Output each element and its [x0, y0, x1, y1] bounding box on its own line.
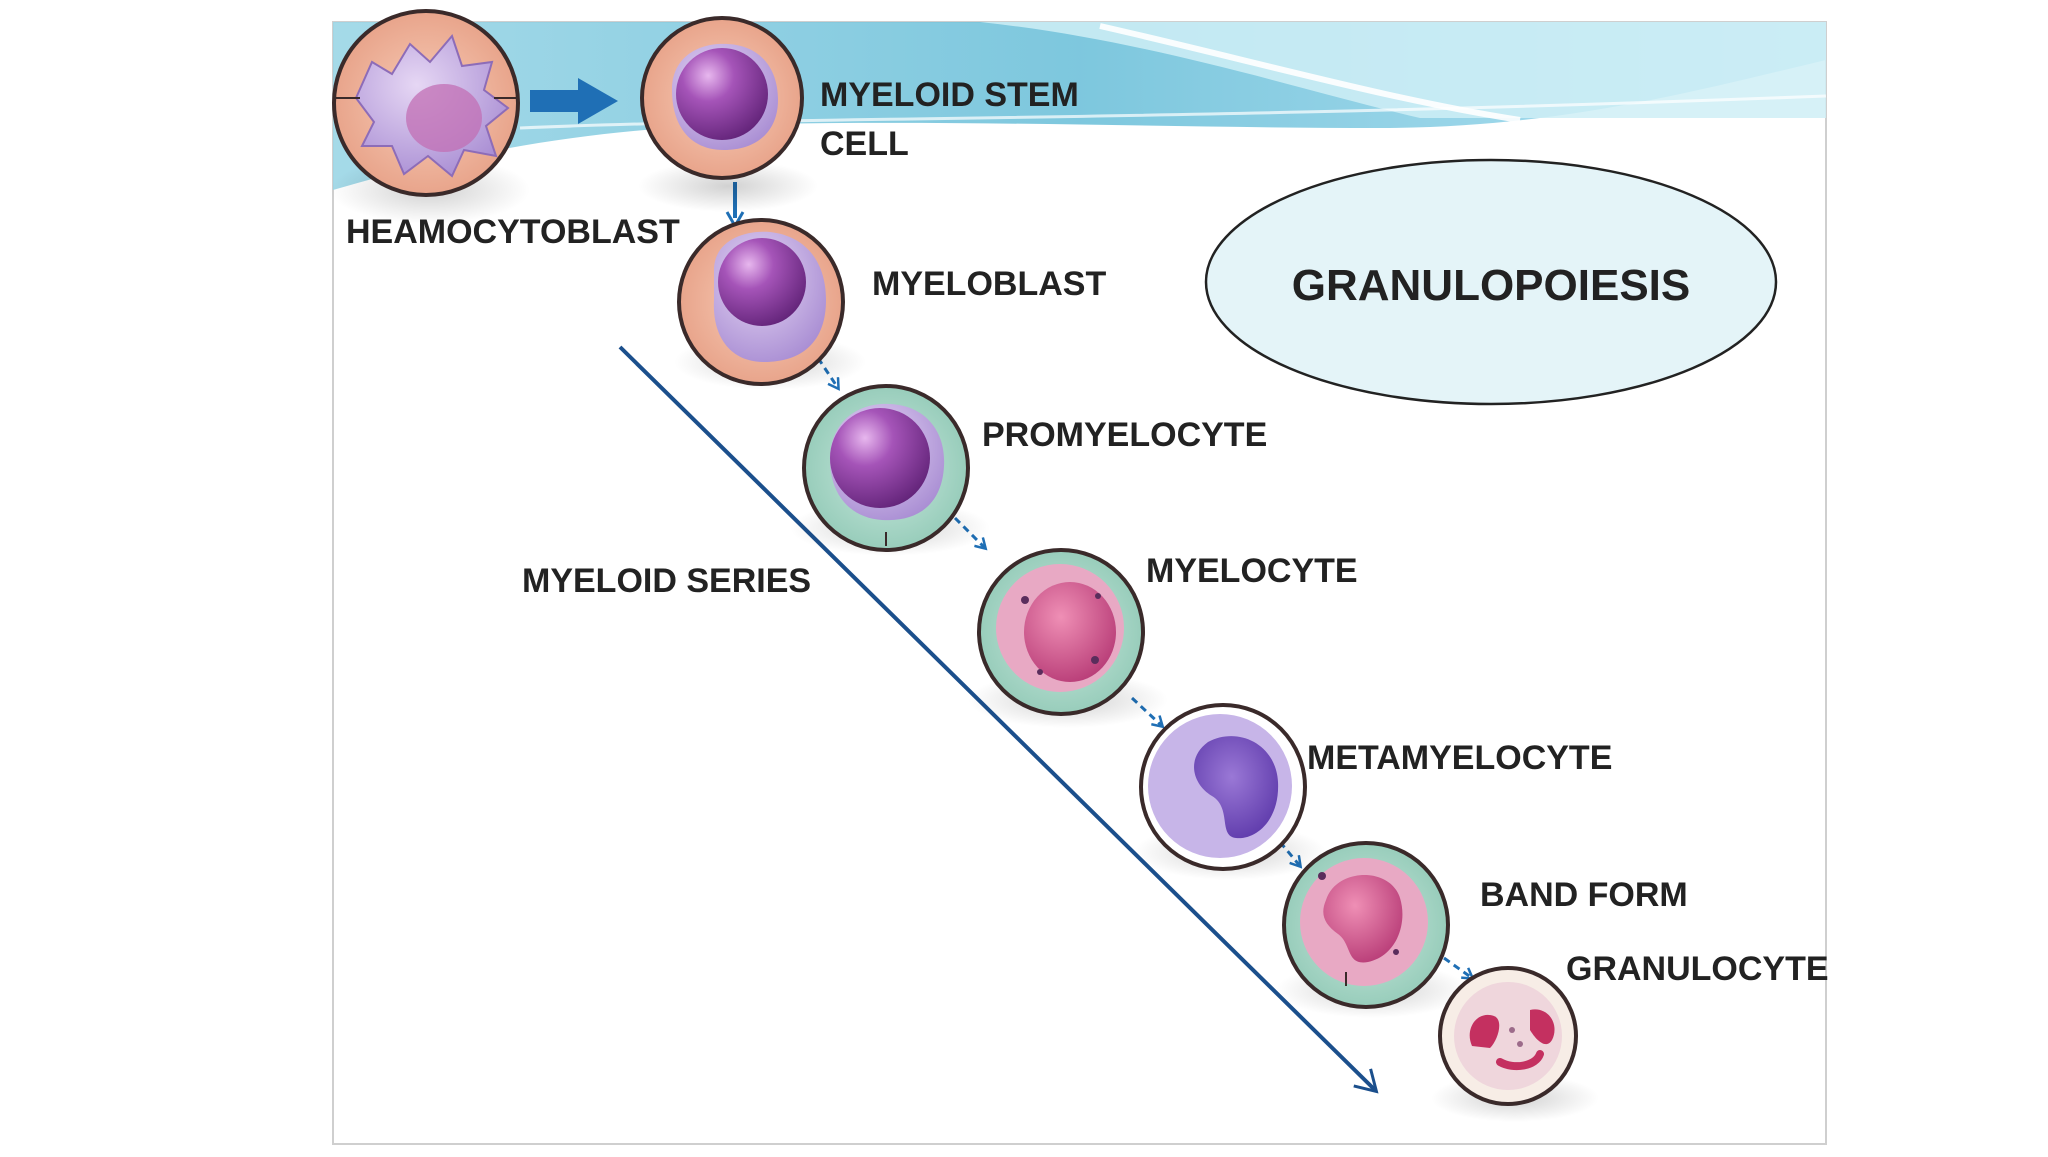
cell-myeloblast	[674, 218, 866, 390]
label-granulocyte: GRANULOCYTE	[1566, 950, 1829, 988]
cell-promyelocyte	[790, 384, 990, 556]
diagram-title: GRANULOPOIESIS	[1292, 261, 1691, 310]
title-ellipse: GRANULOPOIESIS	[1204, 158, 1778, 406]
cell-band-form	[1276, 841, 1468, 1018]
cell-granulocyte	[1431, 966, 1599, 1122]
cell-metamyelocyte	[1134, 703, 1326, 880]
label-myeloid-stem-line1: MYELOID STEM	[820, 76, 1079, 114]
myeloid-series-label: MYELOID SERIES	[522, 562, 811, 600]
label-metamyelocyte: METAMYELOCYTE	[1307, 739, 1612, 777]
label-band-form: BAND FORM	[1480, 876, 1688, 914]
label-myeloid-stem-line2: CELL	[820, 125, 909, 163]
stem-cell-arrow	[530, 78, 618, 124]
label-haemocytoblast: HEAMOCYTOBLAST	[346, 213, 680, 251]
label-promyelocyte: PROMYELOCYTE	[982, 416, 1267, 454]
cell-haemocytoblast	[330, 9, 530, 224]
label-myeloblast: MYELOBLAST	[872, 265, 1106, 303]
label-myelocyte: MYELOCYTE	[1146, 552, 1358, 590]
cell-myeloid-stem	[638, 16, 818, 212]
cell-myelocyte	[968, 548, 1168, 728]
